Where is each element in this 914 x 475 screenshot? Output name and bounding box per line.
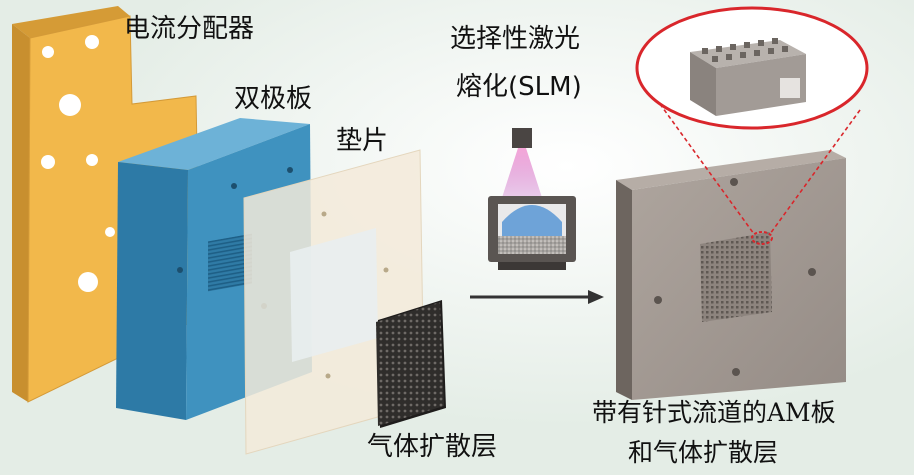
label-slm-line1: 选择性激光: [450, 24, 581, 54]
label-gasket: 垫片: [336, 126, 389, 156]
am-plate: [616, 150, 846, 400]
label-current-distributor: 电流分配器: [124, 14, 255, 44]
gas-diffusion-layer: [376, 300, 446, 428]
label-result-line1: 带有针式流道的AM板: [592, 398, 836, 427]
label-slm-line2: 熔化(SLM): [456, 72, 582, 102]
zoom-callout: [635, 6, 869, 235]
slm-machine: [488, 128, 576, 270]
label-gas-diffusion-layer: 气体扩散层: [367, 432, 498, 462]
label-bipolar-plate: 双极板: [234, 84, 313, 114]
process-arrow: [470, 290, 604, 304]
label-result-line2: 和气体扩散层: [628, 438, 779, 467]
